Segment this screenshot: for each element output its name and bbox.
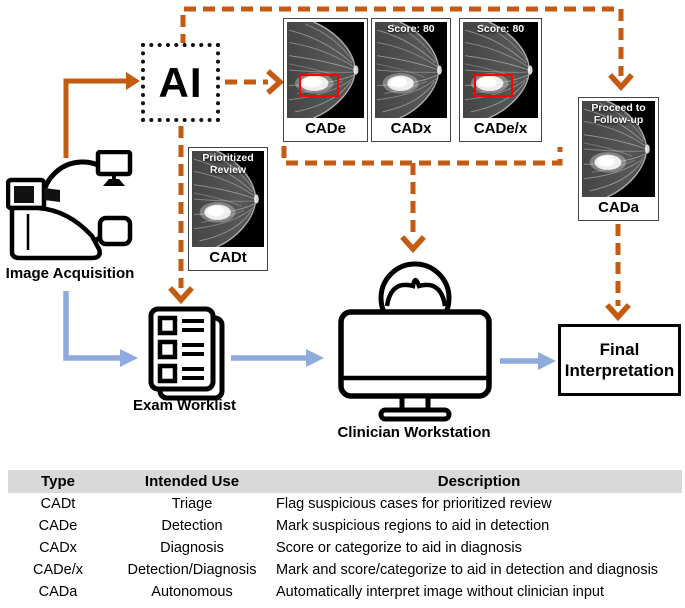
mammogram-art	[375, 22, 447, 118]
arrowhead-right-icon	[306, 349, 324, 367]
mammogram-image: Prioritized Review	[192, 151, 264, 247]
cell-intended-use: Detection/Diagnosis	[127, 562, 257, 578]
mammogram-art	[287, 22, 364, 118]
ai-label: AI	[158, 58, 203, 106]
mammogram-image: Score: 80	[375, 22, 447, 118]
red-lesion-box	[474, 73, 514, 97]
cell-type: CADe	[38, 518, 78, 534]
mammogram-image: Proceed to Follow-up	[582, 101, 655, 197]
acquisition-to-ai-arrow	[63, 78, 126, 158]
cell-description: Automatically interpret image without cl…	[276, 584, 605, 600]
cell-description: Flag suspicious cases for prioritized re…	[276, 496, 552, 512]
table-row: CADx Diagnosis Score or categorize to ai…	[8, 537, 682, 559]
cadx-label: CADx	[375, 118, 447, 138]
cell-description: Score or categorize to aid in diagnosis	[276, 540, 522, 556]
arrowhead-down-icon	[168, 286, 194, 305]
score-overlay: Score: 80	[387, 23, 435, 35]
cell-intended-use: Autonomous	[151, 584, 233, 600]
cell-type: CADe/x	[33, 562, 83, 578]
prioritized-overlay: Prioritized Review	[202, 152, 254, 176]
person-at-monitor-icon	[338, 261, 492, 422]
mammogram-image: Score: 80	[463, 22, 538, 118]
cell-intended-use: Triage	[171, 496, 213, 512]
cadt-label: CADt	[192, 247, 264, 267]
cell-type: CADx	[39, 540, 77, 556]
arrowhead-down-icon	[608, 73, 634, 92]
cadex-card: Score: 80 CADe/x	[459, 18, 542, 142]
cade-label: CADe	[287, 118, 364, 138]
cada-card: Proceed to Follow-up CADa	[578, 97, 659, 221]
cell-type: CADt	[40, 496, 76, 512]
table-row: CADt Triage Flag suspicious cases for pr…	[8, 493, 682, 515]
cadex-label: CADe/x	[463, 118, 538, 138]
acquisition-to-worklist-arrow	[63, 291, 120, 361]
cade-card: CADe	[283, 18, 368, 142]
followup-overlay: Proceed to Follow-up	[591, 102, 646, 126]
score-overlay: Score: 80	[476, 23, 525, 35]
red-lesion-box	[298, 73, 339, 97]
table-header-row: Type Intended Use Description	[8, 470, 682, 493]
cell-intended-use: Detection	[161, 518, 223, 534]
cad-types-table: Type Intended Use Description CADt Triag…	[8, 470, 682, 603]
arrowhead-right-icon	[538, 352, 556, 370]
c-arm-scanner-icon	[6, 150, 133, 261]
arrowhead-down-icon	[400, 235, 426, 254]
col-header-intended-use: Intended Use	[144, 473, 240, 490]
clinician-workstation-label: Clinician Workstation	[337, 424, 491, 441]
cadt-card: Prioritized Review CADt	[188, 147, 268, 271]
cell-description: Mark and score/categorize to aid in dete…	[276, 562, 659, 578]
cadx-card: Score: 80 CADx	[371, 18, 451, 142]
arrowhead-down-icon	[605, 303, 631, 322]
arrowhead-right-icon	[126, 72, 140, 90]
cada-label: CADa	[582, 197, 655, 217]
table-row: CADa Autonomous Automatically interpret …	[8, 581, 682, 603]
image-acquisition-label: Image Acquisition	[5, 265, 135, 282]
exam-worklist-label: Exam Worklist	[132, 397, 237, 414]
table-row: CADe Detection Mark suspicious regions t…	[8, 515, 682, 537]
ai-box: AI	[141, 43, 220, 122]
arrowhead-right-icon	[266, 69, 285, 95]
checklist-document-icon	[148, 306, 225, 401]
col-header-type: Type	[41, 473, 75, 490]
final-interpretation-label: Final Interpretation	[564, 340, 675, 380]
final-interpretation-box: Final Interpretation	[558, 324, 681, 396]
cad-outputs-bracket-dashed	[281, 146, 563, 166]
cell-description: Mark suspicious regions to aid in detect…	[276, 518, 550, 534]
cell-intended-use: Diagnosis	[160, 540, 224, 556]
col-header-description: Description	[437, 473, 521, 490]
mammogram-image	[287, 22, 364, 118]
arrowhead-right-icon	[120, 349, 138, 367]
cell-type: CADa	[38, 584, 78, 600]
table-row: CADe/x Detection/Diagnosis Mark and scor…	[8, 559, 682, 581]
mammogram-art	[463, 22, 538, 118]
